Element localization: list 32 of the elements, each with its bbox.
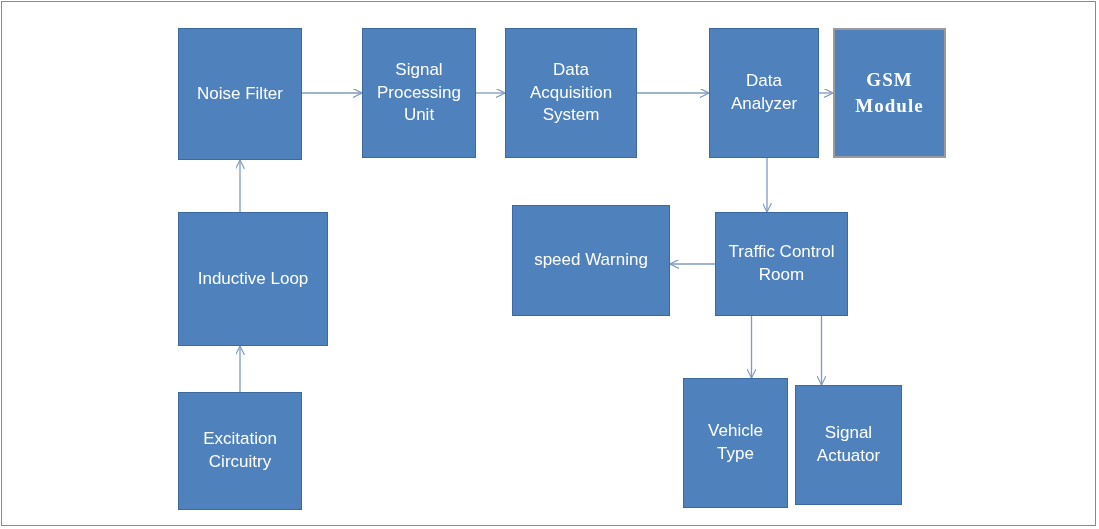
process-box <box>512 205 670 316</box>
process-box <box>715 212 848 316</box>
box-label: Signal Processing Unit <box>375 58 463 127</box>
box-label: GSM Module <box>854 68 925 118</box>
process-box <box>178 212 328 346</box>
arrow <box>816 315 827 386</box>
process-box <box>833 28 946 158</box>
box-label: Traffic Control Room <box>727 241 836 286</box>
arrow <box>761 157 773 213</box>
process-box <box>683 378 788 508</box>
box-label: Noise Filter <box>197 82 283 105</box>
box-label: speed Warning <box>534 249 648 272</box>
box-label: Vehicle Type <box>707 420 764 465</box>
arrow <box>475 87 506 99</box>
process-box <box>709 28 819 158</box>
process-box <box>178 392 302 510</box>
arrow <box>636 87 710 99</box>
process-box <box>505 28 637 158</box>
box-label: Signal Actuator <box>815 422 882 467</box>
process-box <box>362 28 476 158</box>
arrow <box>818 87 834 99</box>
process-box <box>178 28 302 160</box>
arrow <box>301 87 363 99</box>
box-label: Excitation Circuitry <box>202 428 278 473</box>
arrow <box>669 258 716 270</box>
box-label: Data Analyzer <box>729 70 799 115</box>
arrow <box>746 315 757 379</box>
arrow <box>234 345 246 393</box>
box-label: Inductive Loop <box>197 267 309 290</box>
arrow <box>234 159 246 213</box>
box-label: Data Acquisition System <box>528 58 614 127</box>
process-box <box>795 385 902 505</box>
